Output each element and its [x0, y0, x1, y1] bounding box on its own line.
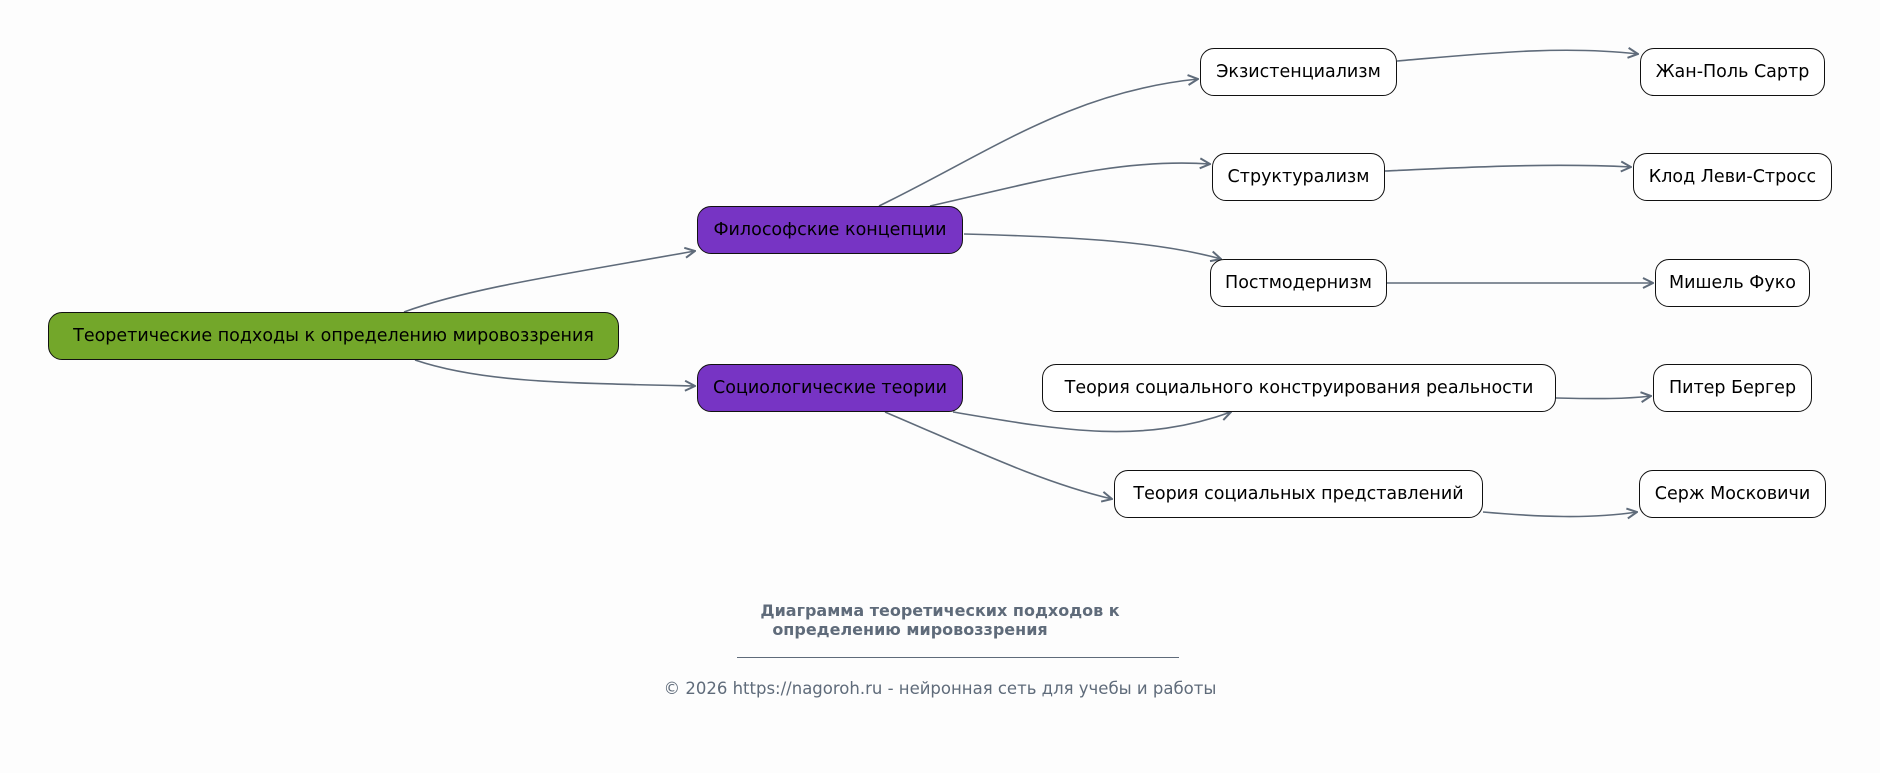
node-sartre[interactable]: Жан-Поль Сартр	[1640, 48, 1825, 96]
node-label: Теория социального конструирования реаль…	[1064, 378, 1534, 398]
node-foucault[interactable]: Мишель Фуко	[1655, 259, 1810, 307]
node-label: Структурализм	[1227, 167, 1370, 187]
node-root[interactable]: Теоретические подходы к определению миро…	[48, 312, 619, 360]
edge-existentialism-sartre	[1396, 50, 1638, 62]
footer-copyright: © 2026 https://nagoroh.ru - нейронная се…	[663, 679, 1217, 698]
node-label: Теоретические подходы к определению миро…	[73, 326, 594, 346]
node-philosophy[interactable]: Философские концепции	[697, 206, 963, 254]
node-label: Теория социальных представлений	[1133, 484, 1464, 504]
diagram-title-line2: определению мировоззрения	[772, 620, 1048, 639]
node-levi-strauss[interactable]: Клод Леви-Стросс	[1633, 153, 1832, 201]
node-structuralism[interactable]: Структурализм	[1212, 153, 1385, 201]
node-moscovici[interactable]: Серж Московичи	[1639, 470, 1826, 518]
edge-philosophy-structuralism	[929, 163, 1210, 207]
node-berger[interactable]: Питер Бергер	[1653, 364, 1812, 412]
edge-sociology-social-construction	[952, 412, 1231, 433]
edge-philosophy-existentialism	[878, 79, 1198, 207]
caption-divider	[737, 657, 1179, 658]
node-postmodernism[interactable]: Постмодернизм	[1210, 259, 1387, 307]
node-label: Экзистенциализм	[1216, 62, 1381, 82]
node-social-representations[interactable]: Теория социальных представлений	[1114, 470, 1483, 518]
diagram-title-line1: Диаграмма теоретических подходов к	[760, 601, 1120, 620]
node-label: Питер Бергер	[1668, 378, 1797, 398]
edge-social-construction-berger	[1555, 396, 1651, 399]
edge-philosophy-postmodernism	[963, 233, 1221, 259]
node-label: Социологические теории	[713, 378, 947, 398]
node-label: Постмодернизм	[1225, 273, 1372, 293]
edge-root-sociology	[414, 359, 695, 386]
diagram-title: Диаграмма теоретических подходов к опред…	[0, 601, 1880, 639]
node-label: Жан-Поль Сартр	[1655, 62, 1810, 82]
node-label: Мишель Фуко	[1668, 273, 1796, 293]
node-label: Клод Леви-Стросс	[1648, 167, 1817, 187]
node-label: Серж Московичи	[1654, 484, 1811, 504]
edge-root-philosophy	[403, 251, 695, 313]
node-sociology[interactable]: Социологические теории	[697, 364, 963, 412]
edge-structuralism-levi-strauss	[1384, 165, 1631, 171]
edge-sociology-social-representations	[884, 411, 1112, 499]
node-label: Философские концепции	[713, 220, 947, 240]
node-existentialism[interactable]: Экзистенциализм	[1200, 48, 1397, 96]
node-social-construction[interactable]: Теория социального конструирования реаль…	[1042, 364, 1556, 412]
edge-social-representations-moscovici	[1482, 512, 1637, 517]
